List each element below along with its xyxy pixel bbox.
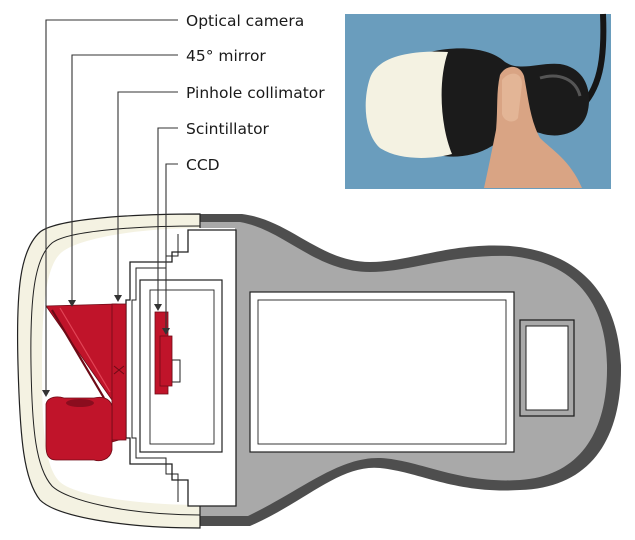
leader-ccd — [165, 163, 178, 330]
label-ccd: CCD — [186, 156, 220, 174]
label-optical-camera: Optical camera — [186, 12, 304, 30]
labels: Optical camera 45° mirror Pinhole collim… — [186, 12, 325, 174]
arrow-optical-camera — [42, 390, 50, 397]
label-pinhole-collimator: Pinhole collimator — [186, 84, 325, 102]
mirror-surface — [51, 309, 105, 399]
label-mirror: 45° mirror — [186, 47, 266, 65]
pinhole-collimator-block — [111, 303, 127, 441]
inset-photo — [345, 13, 611, 189]
label-scintillator: Scintillator — [186, 120, 270, 138]
optical-camera-lens — [66, 399, 94, 407]
leader-optical-camera — [45, 19, 178, 390]
ccd-chip — [159, 335, 173, 387]
rear-connector-inner — [525, 325, 569, 411]
arrow-mirror — [68, 300, 76, 307]
arrow-scintillator — [154, 304, 162, 311]
photo-device-highlight — [539, 74, 582, 97]
front-cap-inner-edge — [30, 225, 201, 516]
leader-pinhole-collimator — [117, 91, 178, 295]
leader-mirror — [71, 54, 178, 300]
ccd-support — [171, 359, 181, 383]
arrow-pinhole-collimator — [114, 295, 122, 302]
mirror-surface-edge — [59, 307, 111, 393]
leader-scintillator — [157, 127, 178, 304]
photo-thumb — [502, 73, 522, 122]
pinhole-mark — [113, 365, 125, 375]
battery-compartment — [249, 291, 515, 453]
device-housing — [16, 213, 622, 529]
arrow-ccd — [162, 328, 170, 335]
photo-device-cap — [365, 51, 452, 158]
optical-camera-body — [45, 396, 113, 462]
battery-compartment-inner — [257, 299, 507, 445]
leader-lines — [42, 19, 178, 397]
